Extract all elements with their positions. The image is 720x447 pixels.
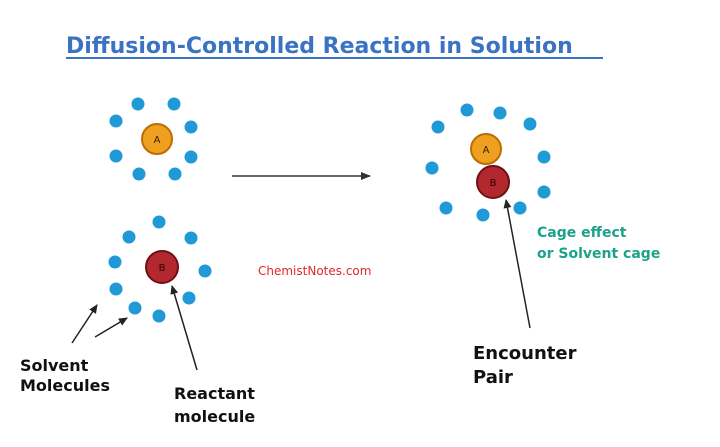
solvent-molecules-label-line1: Solvent [20, 356, 89, 375]
watermark-text: ChemistNotes.com [258, 264, 371, 278]
solvent-molecule [523, 117, 537, 131]
solvent-molecule [108, 255, 122, 269]
solvent-molecule [431, 120, 445, 134]
solvent-molecule [132, 167, 146, 181]
encounter-pointer-arrow [503, 199, 531, 329]
reactant-molecule-label-line1: Reactant [174, 384, 255, 403]
solvent-molecule [184, 231, 198, 245]
reactant-molecule-a [141, 123, 173, 155]
encounter-b-label: B [490, 178, 497, 189]
solvent-molecule [131, 97, 145, 111]
solvent-molecule [513, 201, 527, 215]
solvent-molecule [537, 150, 551, 164]
reactant-pointer-arrow [170, 285, 198, 371]
encounter-pair-label-line2: Pair [473, 367, 513, 388]
solvent-molecule [198, 264, 212, 278]
solvent-molecule [476, 208, 490, 222]
reactant-molecule-b [145, 250, 179, 284]
solvent-molecule [425, 161, 439, 175]
encounter-pair-cage: A B [425, 103, 551, 222]
solvent-molecule [152, 215, 166, 229]
solvent-molecule [184, 120, 198, 134]
page-title: Diffusion-Controlled Reaction in Solutio… [66, 34, 573, 59]
molecule-a-label: A [154, 135, 161, 146]
solvent-molecule [493, 106, 507, 120]
solvent-molecule [152, 309, 166, 323]
solvent-molecule [182, 291, 196, 305]
reactant-molecule-label-line2: molecule [174, 407, 255, 426]
encounter-molecule-b [476, 165, 510, 199]
solvent-molecule [460, 103, 474, 117]
solvent-pointer-arrow [94, 317, 128, 338]
molecule-b-cage: B [108, 215, 212, 323]
encounter-molecule-a [470, 133, 502, 165]
solvent-molecule [109, 114, 123, 128]
solvent-molecule [128, 301, 142, 315]
solvent-cage-label: or Solvent cage [537, 246, 660, 262]
solvent-molecule [537, 185, 551, 199]
solvent-molecules-label-line2: Molecules [20, 376, 110, 395]
solvent-molecule [122, 230, 136, 244]
solvent-molecule [184, 150, 198, 164]
solvent-molecule [167, 97, 181, 111]
cage-effect-label: Cage effect [537, 225, 627, 241]
solvent-molecule [109, 282, 123, 296]
solvent-molecule [168, 167, 182, 181]
encounter-a-label: A [483, 145, 490, 156]
encounter-pair-label-line1: Encounter [473, 343, 577, 364]
molecule-b-label: B [159, 263, 166, 274]
solvent-molecule [109, 149, 123, 163]
solvent-molecule [439, 201, 453, 215]
solvent-pointer-arrow [71, 304, 98, 344]
molecule-a-cage: A [109, 97, 198, 181]
